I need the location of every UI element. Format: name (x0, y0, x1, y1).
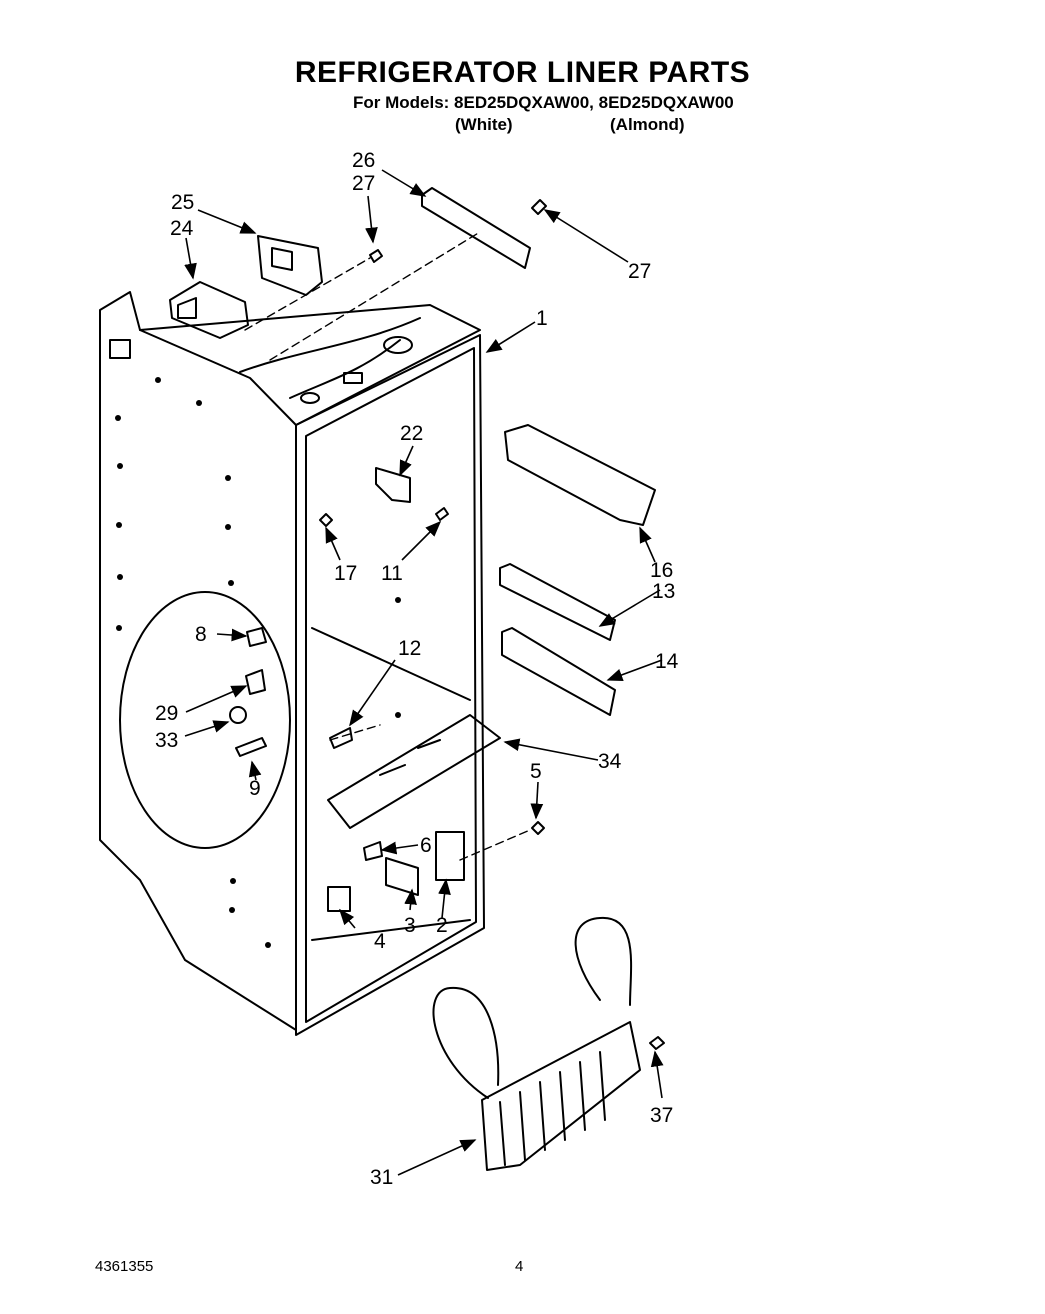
screw-11 (435, 507, 449, 521)
shelf-support-14 (501, 627, 616, 716)
housing-bracket (257, 235, 323, 296)
part-4-block (327, 886, 351, 912)
alignment-lines (244, 231, 531, 861)
models-line: For Models: 8ED25DQXAW00, 8ED25DQXAW00 (353, 93, 734, 112)
callout-34: 34 (598, 750, 622, 773)
part-2-bracket (435, 831, 465, 881)
thermostat-housing (169, 281, 249, 339)
screw-27-right (531, 199, 547, 215)
callout-1: 1 (536, 307, 548, 330)
evaporator-fins (499, 1051, 606, 1166)
callout-24: 24 (170, 217, 194, 240)
callout-14: 14 (655, 650, 679, 673)
shelf-channel (504, 424, 656, 526)
callout-27a: 27 (352, 172, 375, 195)
part-33-bulb (229, 706, 247, 724)
callout-22: 22 (400, 422, 423, 445)
callout-37: 37 (650, 1104, 673, 1127)
screw-27-top (369, 249, 383, 263)
variant-almond-label: (Almond) (610, 115, 685, 134)
page-title: REFRIGERATOR LINER PARTS (294, 56, 751, 89)
part-9-switch (235, 737, 267, 757)
callout-3: 3 (404, 914, 416, 937)
liner-body (99, 291, 485, 1036)
variant-white-label: (White) (455, 115, 513, 134)
screw-5 (531, 821, 545, 835)
callout-29: 29 (155, 702, 178, 725)
callout-16: 16 (650, 559, 673, 582)
callout-12: 12 (398, 637, 421, 660)
top-rail (421, 187, 531, 269)
callout-9: 9 (249, 777, 261, 800)
callout-33: 33 (155, 729, 178, 752)
screw-37 (649, 1036, 665, 1050)
part-29-lampholder (245, 669, 266, 695)
callout-5: 5 (530, 760, 542, 783)
callout-25: 25 (171, 191, 194, 214)
evaporator-assembly (481, 1021, 641, 1171)
part-8-clip (246, 627, 267, 647)
part-3-switch (385, 857, 419, 896)
part-22-clip (375, 467, 411, 503)
callout-leaders (184, 169, 664, 1176)
air-deflector (327, 714, 501, 829)
callout-27b: 27 (628, 260, 651, 283)
callout-2: 2 (436, 914, 448, 937)
callout-26: 26 (352, 149, 375, 172)
callout-8: 8 (195, 623, 207, 646)
part-12-fastener (329, 727, 353, 749)
part-6-fastener (363, 841, 383, 861)
evaporator-wire-left (432, 986, 500, 1099)
page-number: 4 (515, 1258, 524, 1275)
callout-11: 11 (381, 562, 403, 585)
evaporator-wire-right (574, 916, 633, 1006)
callout-17: 17 (334, 562, 357, 585)
callout-13: 13 (652, 580, 675, 603)
document-number: 4361355 (95, 1258, 154, 1275)
callout-4: 4 (374, 930, 386, 953)
liner-mounting-holes (115, 377, 401, 948)
callout-6: 6 (420, 834, 432, 857)
callout-31: 31 (370, 1166, 393, 1189)
screw-17 (319, 513, 333, 527)
shelf-support-13 (499, 563, 616, 641)
